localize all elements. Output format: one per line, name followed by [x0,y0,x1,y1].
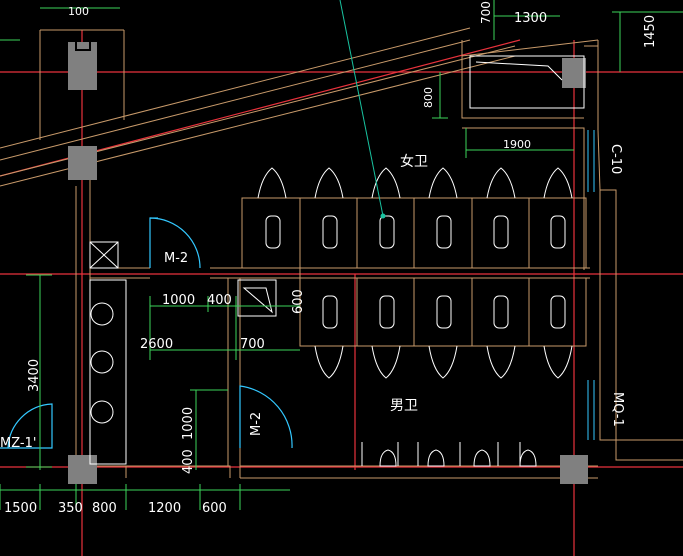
dim-bottom-350: 350 [58,501,83,516]
toilets-lower [322,295,566,329]
urinals [361,442,537,467]
stall-doors-upper [257,167,573,199]
tag-mq1: MQ-1 [610,392,625,427]
room-labels: 女卫 男卫 M-2 M-2 C-10 MQ-1 MZ-1' [0,144,625,451]
columns [68,42,588,484]
dim-bottom-600: 600 [202,501,227,516]
stalls-lower [299,277,587,347]
room-mens: 男卫 [390,398,418,414]
dim-bottom-1200: 1200 [148,501,181,516]
dim-400: 400 [207,293,232,308]
tag-mz1: MZ-1' [0,436,36,451]
dim-400-vertical: 400 [181,449,196,474]
mop-sink [237,279,277,317]
dim-800: 800 [422,87,435,108]
door-swings [0,217,293,449]
dim-top-1300: 1300 [514,11,547,26]
dim-top-100: 100 [68,5,89,18]
upper-right-fixture [469,55,585,109]
toilets-upper [265,215,566,249]
dim-700: 700 [240,337,265,352]
wash-counter [89,241,127,465]
tag-m2-lower: M-2 [249,412,264,436]
dim-bottom-1500: 1500 [4,501,37,516]
stalls-upper [241,197,587,269]
dim-top-1450: 1450 [643,15,658,48]
dimension-labels: 100 700 1300 1450 800 1900 1000 400 600 … [4,1,658,516]
dim-1000-vertical: 1000 [181,407,196,440]
stall-doors-lower [314,345,573,379]
walls [39,29,683,479]
tag-m2-upper: M-2 [164,251,188,266]
dimension-lines [0,0,683,510]
dim-1000: 1000 [162,293,195,308]
tag-c10: C-10 [608,144,623,174]
dim-3400: 3400 [27,359,42,392]
window-c10 [587,130,595,440]
dim-top-700: 700 [479,1,493,24]
dim-600-vertical: 600 [291,289,306,314]
dim-1900: 1900 [503,138,531,151]
dim-2600: 2600 [140,337,173,352]
dim-bottom-800: 800 [92,501,117,516]
leader-line [339,0,384,217]
room-womens: 女卫 [400,153,428,170]
